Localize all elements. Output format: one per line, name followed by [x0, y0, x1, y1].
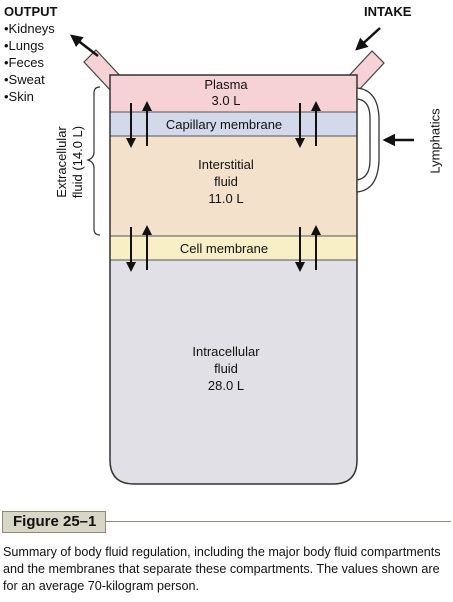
interstitial-label-2: fluid — [214, 174, 238, 189]
intracellular-compartment — [110, 260, 357, 484]
cell-membrane-label: Cell membrane — [180, 241, 268, 256]
plasma-volume: 3.0 L — [212, 93, 241, 108]
lymphatics-handle — [356, 87, 380, 193]
output-title: OUTPUT — [4, 4, 58, 19]
intracellular-label-1: Intracellular — [192, 344, 260, 359]
interstitial-volume: 11.0 L — [208, 191, 243, 206]
figure-label: Figure 25–1 — [2, 511, 106, 533]
intake-arrow — [355, 27, 381, 51]
figure-label-rule — [2, 521, 451, 522]
lymphatics-label: Lymphatics — [427, 108, 442, 174]
extracellular-label-2: fluid (14.0 L) — [70, 126, 85, 198]
output-item-feces: •Feces — [4, 55, 44, 70]
plasma-label: Plasma — [204, 77, 248, 92]
intake-title: INTAKE — [364, 4, 412, 19]
cell-exchange-arrows-left — [126, 225, 152, 272]
capillary-membrane-label: Capillary membrane — [166, 117, 282, 132]
extracellular-label-1: Extracellular — [54, 126, 69, 198]
output-item-skin: •Skin — [4, 89, 34, 104]
interstitial-label-1: Interstitial — [198, 157, 254, 172]
cell-exchange-arrows-right — [295, 225, 321, 272]
output-item-sweat: •Sweat — [4, 72, 45, 87]
figure-caption: Summary of body fluid regulation, includ… — [3, 545, 441, 594]
jar-outline — [109, 74, 358, 485]
capillary-exchange-arrows-right — [295, 101, 321, 148]
extracellular-brace — [86, 86, 101, 236]
capillary-exchange-arrows-left — [126, 101, 152, 148]
output-arrow — [70, 34, 99, 57]
intracellular-volume: 28.0 L — [208, 378, 244, 393]
interstitial-compartment — [110, 136, 357, 236]
intracellular-label-2: fluid — [214, 361, 238, 376]
output-item-kidneys: •Kidneys — [4, 21, 55, 36]
output-item-lungs: •Lungs — [4, 38, 44, 53]
figure-label-bar: Figure 25–1 — [2, 511, 451, 533]
